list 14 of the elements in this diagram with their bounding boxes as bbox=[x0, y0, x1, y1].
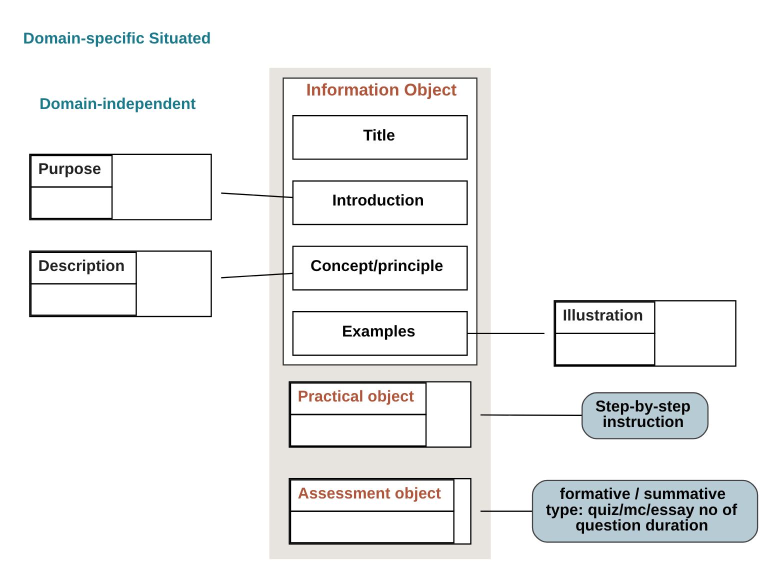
label: Domain-specific Situated bbox=[23, 30, 211, 48]
connector bbox=[221, 272, 293, 278]
cluster bbox=[269, 67, 491, 559]
node-box: Introduction bbox=[292, 180, 468, 225]
connector bbox=[221, 192, 293, 198]
node-box: formative / summative type: quiz/mc/essay no of question duration bbox=[532, 479, 758, 542]
connector bbox=[467, 332, 544, 334]
node-box: Title bbox=[292, 114, 468, 160]
node-box: Examples bbox=[292, 310, 468, 356]
connector bbox=[480, 510, 532, 512]
label: Domain-independent bbox=[39, 95, 196, 112]
node-box: Step-by-step instruction bbox=[582, 392, 709, 439]
node-box: Concept/principle bbox=[292, 245, 468, 290]
connector bbox=[480, 414, 582, 416]
